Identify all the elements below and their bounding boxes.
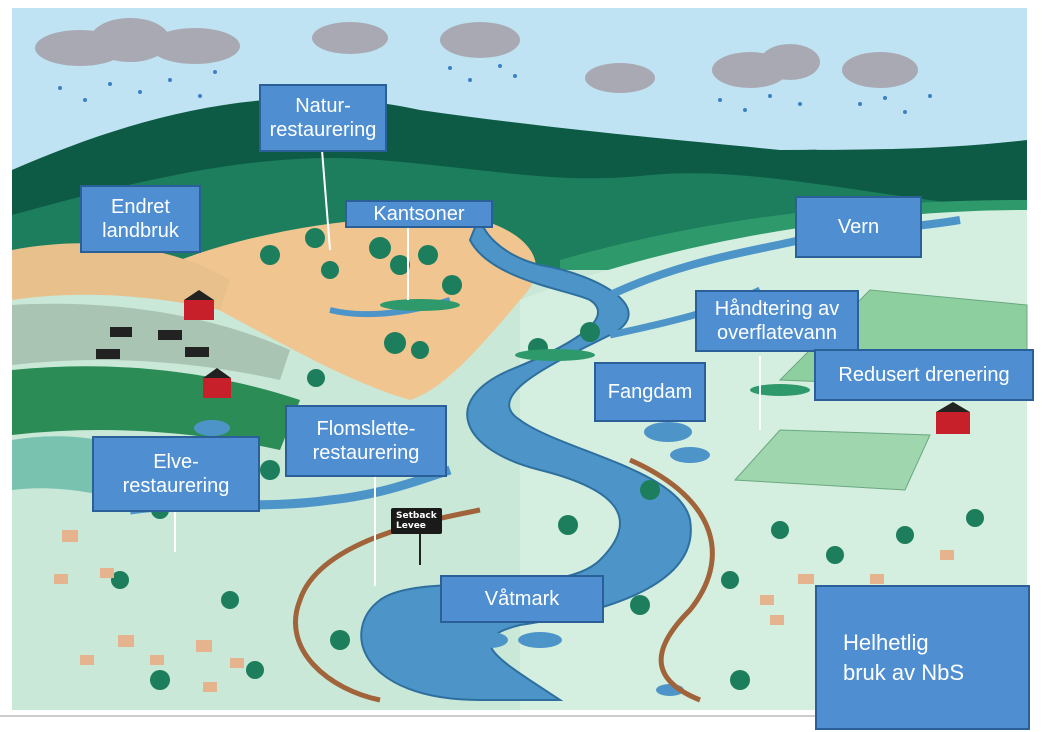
barns: [184, 290, 970, 434]
label-kantsoner: Kantsoner: [345, 200, 493, 228]
label-endret-landbruk: Endret landbruk: [80, 185, 201, 253]
label-helhetlig-bruk-av-nbs: Helhetlig bruk av NbS: [815, 585, 1030, 730]
label-vatmark: Våtmark: [440, 575, 604, 623]
setback-levee-sign: Setback Levee: [391, 508, 442, 534]
label-redusert-drenering: Redusert drenering: [814, 349, 1034, 401]
houses: [54, 530, 954, 692]
riparian-buffers: [380, 299, 810, 396]
field-stripes-tan: [12, 243, 230, 310]
label-handtering-av-overflatevann: Håndtering av overflatevann: [695, 290, 859, 352]
label-flomslette-restaurering: Flomslette- restaurering: [285, 405, 447, 477]
pointer-lines: [174, 149, 761, 586]
ponds: [194, 420, 710, 696]
trees: [111, 228, 984, 690]
field-gray: [12, 303, 290, 380]
label-elve-restaurering: Elve- restaurering: [92, 436, 260, 512]
rain-clouds: [35, 18, 918, 93]
label-fangdam: Fangdam: [594, 362, 706, 422]
label-vern: Vern: [795, 196, 922, 258]
levee-right: [628, 457, 715, 703]
cows: [96, 327, 209, 359]
label-natur-restaurering: Natur- restaurering: [259, 84, 387, 152]
crop-field-lower: [733, 429, 931, 491]
rain-drops: [58, 64, 932, 114]
